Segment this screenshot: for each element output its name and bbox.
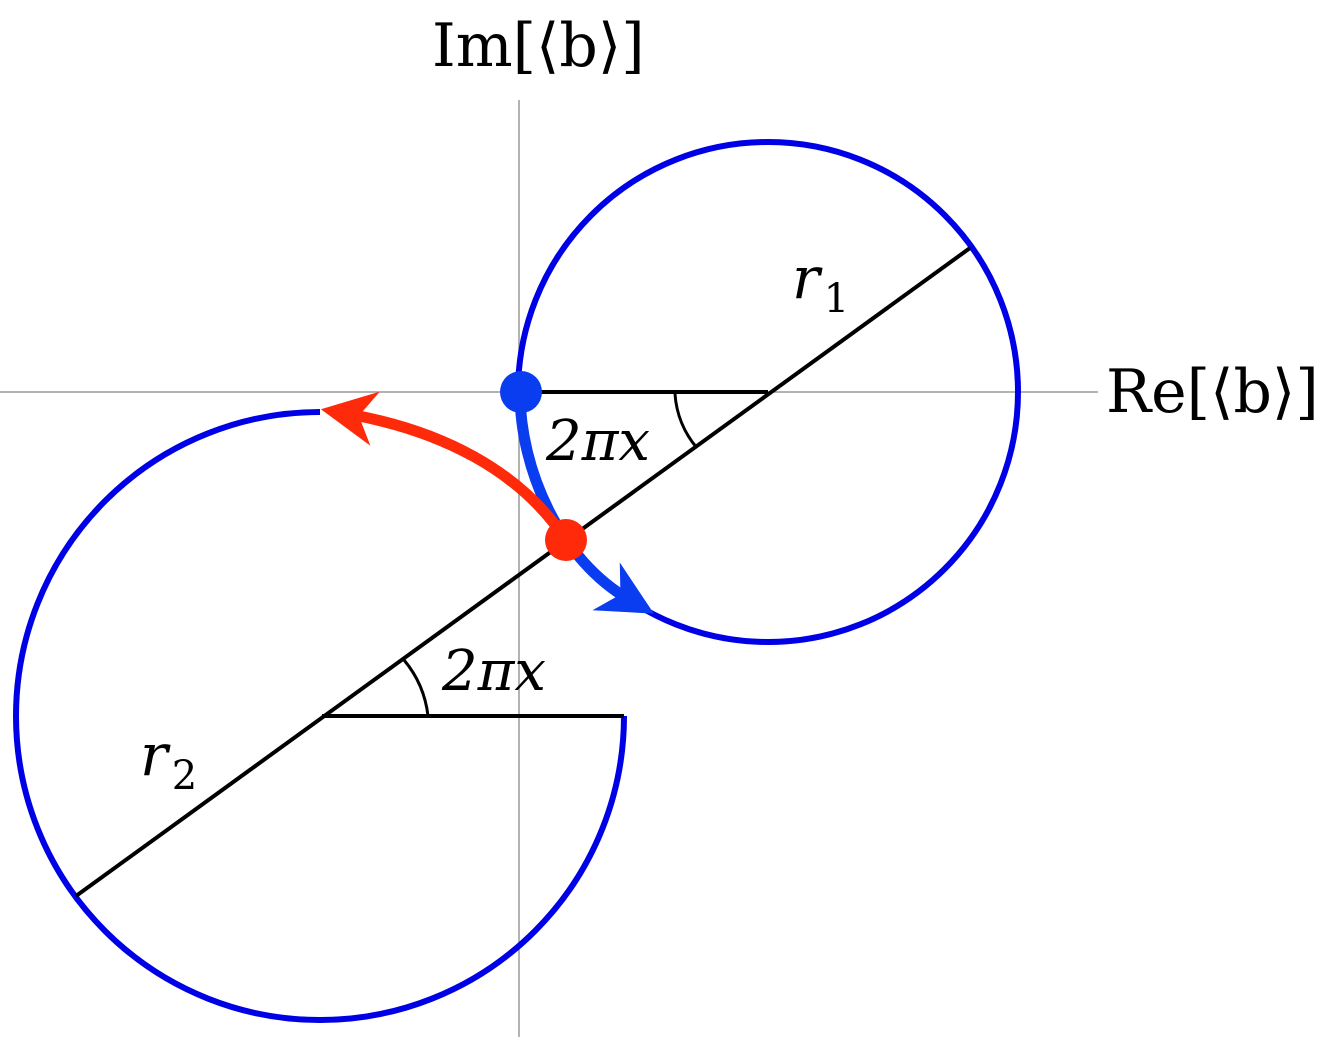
x-axis-label: Re[⟨b⟩] [1106, 357, 1319, 427]
y-axis-label: Im[⟨b⟩] [432, 11, 645, 81]
angle-arc-upper [673, 393, 699, 449]
red-arrow [320, 391, 572, 546]
radius-label-1-main: r [792, 244, 823, 312]
red-point [545, 519, 587, 561]
blue-point [500, 371, 542, 413]
angle-label-upper: 2πx [545, 409, 650, 474]
radius-label-2-main: r [140, 721, 171, 789]
angle-arc-lower [402, 659, 430, 717]
angle-label-lower: 2πx [441, 639, 546, 704]
radius-label-2-sub: 2 [172, 753, 197, 799]
lower-circle-arc [13, 409, 627, 1023]
radius-line-upper [74, 246, 972, 898]
radius-label-1-sub: 1 [824, 276, 849, 322]
